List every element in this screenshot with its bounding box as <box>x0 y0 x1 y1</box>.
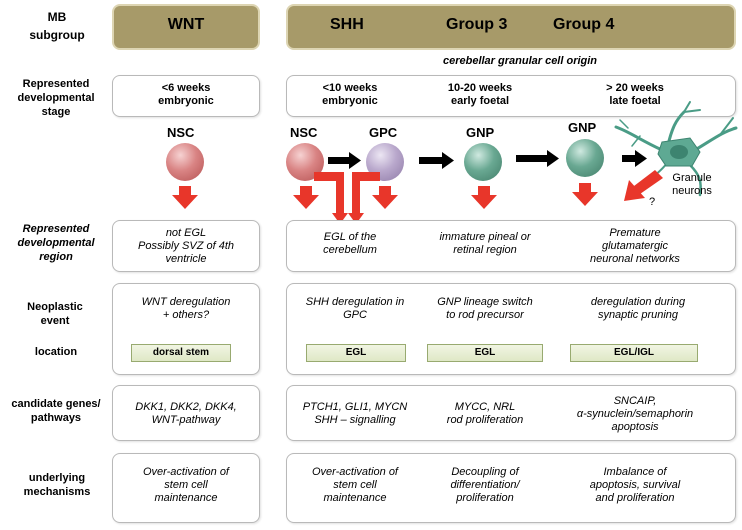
cell-label-gnp-g4: GNP <box>568 120 597 135</box>
red-arrow-g3 <box>471 186 497 209</box>
header-shh-g3-g4 <box>286 4 736 50</box>
location-g4: EGL/IGL <box>570 344 698 362</box>
mech-g3-2: differentiation/ <box>450 479 520 491</box>
location-g3: EGL <box>427 344 543 362</box>
stage-g4-2: late foetal <box>609 95 661 107</box>
red-arrow-wnt <box>172 186 198 209</box>
region-g3-1: immature pineal or <box>439 231 531 243</box>
stage-wnt-1: <6 weeks <box>161 82 211 94</box>
red-arrow-g4 <box>572 183 598 206</box>
stage-g3-1: 10-20 weeks <box>447 82 513 94</box>
row-label-mechanisms: underlying mechanisms <box>23 472 91 498</box>
mech-wnt-1: Over-activation of <box>142 466 229 478</box>
row-label-region: Represented developmental region <box>17 223 95 263</box>
event-shh-1: SHH deregulation in <box>305 296 405 308</box>
region-g4-3: neuronal networks <box>590 253 680 265</box>
event-wnt-2: + others? <box>162 309 210 321</box>
event-wnt-1: WNT deregulation <box>141 296 231 308</box>
red-arrow-shh-nsc <box>293 186 319 209</box>
header-wnt-label: WNT <box>167 16 205 33</box>
mech-g4-2: apoptosis, survival <box>589 479 681 491</box>
region-wnt-1: not EGL <box>165 227 207 239</box>
row-label-event: Neoplastic event <box>27 301 83 327</box>
row-label-location: location <box>34 346 78 358</box>
stage-shh-2: embryonic <box>322 95 378 107</box>
genes-g3-1: MYCC, NRL <box>454 401 516 413</box>
black-arrow-gnp-gnp <box>516 150 559 167</box>
region-g4-1: Premature <box>609 227 661 239</box>
mech-shh-3: maintenance <box>323 492 387 504</box>
row-label-stage: Represented developmental stage <box>17 78 95 118</box>
mechanisms-box-wnt <box>112 453 260 523</box>
stage-box-wnt <box>112 75 260 117</box>
region-box-shh-g3-g4 <box>286 220 736 272</box>
region-wnt-2: Possibly SVZ of 4th <box>138 240 234 252</box>
nsc-cell-wnt-icon <box>166 143 204 181</box>
genes-shh-2: SHH – signalling <box>314 414 396 426</box>
genes-g3-2: rod proliferation <box>446 414 524 426</box>
gnp-cell-g3-icon <box>464 143 502 181</box>
stage-g3-2: early foetal <box>450 95 510 107</box>
origin-note: cerebellar granular cell origin <box>442 55 598 67</box>
region-g3-2: retinal region <box>453 244 517 256</box>
header-group3-label: Group 3 <box>446 16 508 33</box>
location-wnt: dorsal stem <box>131 344 231 362</box>
mech-g3-1: Decoupling of <box>451 466 519 478</box>
black-arrow-gnp-granule <box>622 150 647 167</box>
genes-g4-3: apoptosis <box>611 421 659 433</box>
row-label-genes: candidate genes/ pathways <box>11 398 101 424</box>
granule-neurons-label-1: Granule <box>672 172 712 184</box>
event-g3-1: GNP lineage switch <box>437 296 533 308</box>
location-shh: EGL <box>306 344 406 362</box>
stage-box-shh-g3-g4 <box>286 75 736 117</box>
row-label-subgroup: MB subgroup <box>29 10 85 42</box>
mech-shh-1: Over-activation of <box>311 466 398 478</box>
genes-shh-1: PTCH1, GLI1, MYCN <box>302 401 408 413</box>
mech-g4-1: Imbalance of <box>603 466 667 478</box>
black-arrow-nsc-gpc <box>328 152 361 169</box>
mech-g4-3: and proliferation <box>595 492 675 504</box>
mechanisms-box-shh-g3-g4 <box>286 453 736 523</box>
red-diagonal-arrow <box>624 170 663 201</box>
cell-label-gnp-g3: GNP <box>466 125 495 140</box>
genes-box-shh-g3-g4 <box>286 385 736 441</box>
stage-wnt-2: embryonic <box>158 95 214 107</box>
region-box-wnt <box>112 220 260 272</box>
mech-wnt-2: stem cell <box>164 479 208 491</box>
genes-wnt-1: DKK1, DKK2, DKK4, <box>135 401 237 413</box>
genes-box-wnt <box>112 385 260 441</box>
question-mark: ? <box>648 196 656 208</box>
event-g3-2: to rod precursor <box>446 309 524 321</box>
region-shh-2: cerebellum <box>323 244 377 256</box>
event-g4-1: deregulation during <box>590 296 686 308</box>
header-shh-label: SHH <box>330 16 364 33</box>
red-branch-arrow-right <box>348 172 380 224</box>
event-shh-2: GPC <box>343 309 367 321</box>
genes-g4-1: SNCAIP, <box>613 395 657 407</box>
granule-neuron-nucleus <box>670 145 688 159</box>
region-shh-1: EGL of the <box>323 231 377 243</box>
header-group4-label: Group 4 <box>553 16 615 33</box>
mech-shh-2: stem cell <box>333 479 377 491</box>
granule-neurons-label-2: neurons <box>672 185 712 197</box>
black-arrow-gpc-gnp <box>419 152 454 169</box>
stage-shh-1: <10 weeks <box>322 82 378 94</box>
gnp-cell-g4-icon <box>566 139 604 177</box>
header-wnt <box>112 4 260 50</box>
stage-g4-1: > 20 weeks <box>606 82 664 94</box>
mech-wnt-3: maintenance <box>154 492 218 504</box>
red-branch-arrow-left <box>314 172 348 224</box>
mech-g3-3: proliferation <box>456 492 514 504</box>
genes-wnt-2: WNT-pathway <box>151 414 221 426</box>
region-g4-2: glutamatergic <box>601 240 669 252</box>
cell-label-nsc-wnt: NSC <box>167 125 195 140</box>
event-g4-2: synaptic pruning <box>597 309 679 321</box>
genes-g4-2: α-synuclein/semaphorin <box>576 408 694 420</box>
region-wnt-3: ventricle <box>165 253 207 265</box>
cell-label-nsc-shh: NSC <box>290 125 318 140</box>
red-arrow-shh-gpc <box>372 186 398 209</box>
cell-label-gpc: GPC <box>369 125 398 140</box>
